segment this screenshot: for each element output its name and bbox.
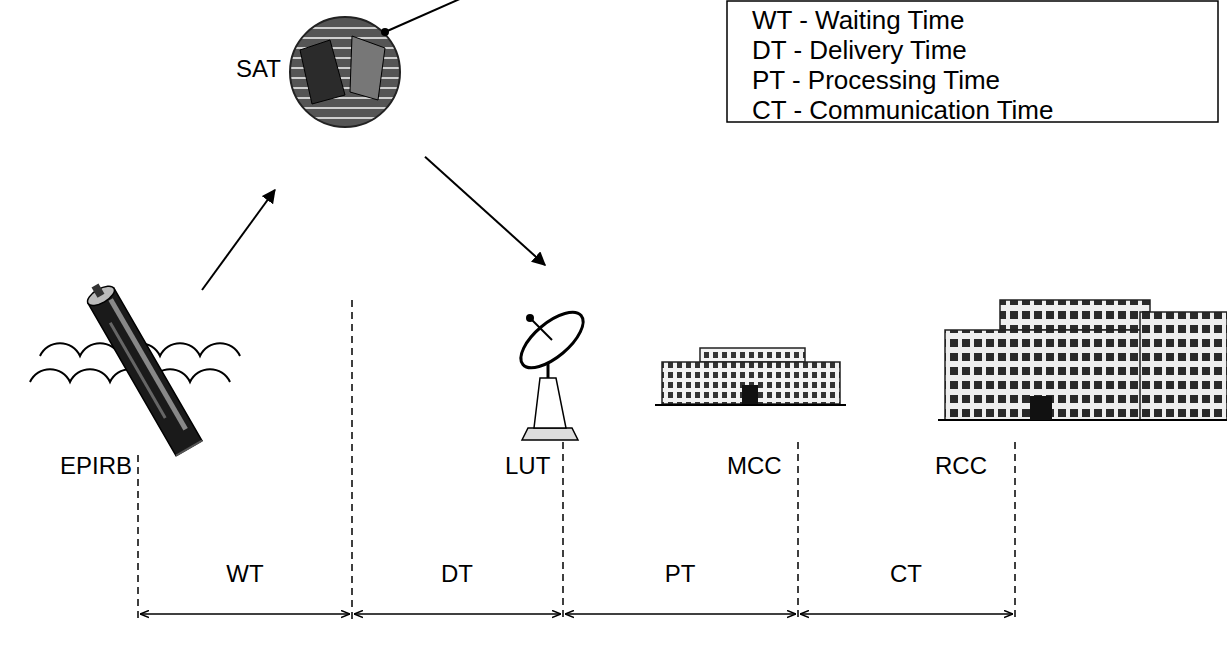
rcc-building-illustration: [1140, 312, 1227, 420]
rcc-building-illustration: [938, 419, 1227, 421]
node-label: EPIRB: [60, 452, 132, 480]
dashed-boundary: [562, 442, 564, 622]
dashed-boundary: [138, 300, 1015, 622]
control-centre-node: MCC: [655, 340, 845, 482]
dimension-arrow: [140, 613, 1013, 615]
dashed-boundary: [137, 455, 139, 622]
rcc-building-illustration: [1030, 396, 1052, 420]
beacon-illustration: [85, 282, 118, 309]
dashed-boundary: [797, 442, 799, 622]
satellite-illustration: [280, 27, 410, 29]
satellite-illustration: [280, 0, 462, 127]
dish-antenna-illustration: [512, 303, 592, 378]
mcc-building-illustration: [655, 348, 846, 405]
satellite-illustration: [280, 77, 410, 79]
satellite-illustration: [280, 87, 410, 89]
rescue-centre-node: RCC: [930, 295, 1227, 482]
dish-antenna-illustration: [530, 318, 552, 340]
dimension-arrow: [140, 613, 350, 615]
dimension-arrow: [565, 613, 796, 615]
dimension-arrow: [354, 613, 561, 615]
interval-label: WT: [185, 560, 305, 588]
beacon-illustration: [108, 298, 187, 430]
node-label: MCC: [727, 452, 782, 480]
satellite-illustration: [385, 0, 462, 32]
signal-arrow: [425, 157, 545, 265]
satellite-illustration: [280, 107, 410, 109]
interval-label: CT: [846, 560, 966, 588]
node-label: LUT: [505, 452, 550, 480]
interval-label: PT: [620, 560, 740, 588]
beacon-illustration: [109, 322, 167, 419]
dimension-arrow: [800, 613, 1013, 615]
satellite-illustration: [280, 47, 410, 49]
mcc-building-illustration: [662, 362, 840, 404]
legend-text: PT - Processing Time: [752, 65, 1000, 95]
node-label: SAT: [236, 55, 281, 83]
beacon-illustration: [82, 278, 202, 456]
beacon-node: EPIRB: [30, 290, 245, 482]
satellite-illustration: [300, 40, 345, 104]
mcc-building-illustration: [655, 404, 846, 406]
satellite-illustration: [280, 37, 410, 39]
signal-arrow: [202, 190, 275, 290]
satellite-node: SAT: [230, 5, 425, 190]
mcc-building-illustration: [742, 385, 758, 404]
satellite-illustration: [280, 57, 410, 59]
satellite-illustration: [280, 97, 410, 99]
dashed-boundary: [351, 300, 353, 622]
beacon-illustration: [92, 283, 105, 297]
satellite-illustration: [290, 17, 400, 127]
beacon-illustration: [88, 288, 202, 455]
rcc-building-illustration: [945, 330, 1150, 420]
legend-text: CT - Communication Time: [752, 95, 1054, 125]
dish-antenna-illustration: [534, 378, 566, 428]
satellite-illustration: [381, 28, 389, 36]
dish-antenna-illustration: [512, 303, 592, 440]
interval-label: DT: [397, 560, 517, 588]
satellite-illustration: [280, 117, 410, 119]
legend-text: DT - Delivery Time: [752, 35, 967, 65]
rcc-building-illustration: [1000, 300, 1150, 330]
satellite-illustration: [290, 17, 400, 127]
node-label: RCC: [935, 452, 987, 480]
dish-antenna-illustration: [526, 314, 534, 322]
mcc-building-illustration: [700, 348, 805, 362]
rcc-building-illustration: [938, 300, 1227, 420]
beacon-illustration: [176, 441, 202, 456]
legend-text: WT - Waiting Time: [752, 5, 964, 35]
satellite-illustration: [350, 36, 385, 100]
dashed-boundary: [1014, 442, 1016, 622]
satellite-illustration: [280, 67, 410, 69]
ground-station-node: LUT: [500, 265, 600, 482]
dish-antenna-illustration: [522, 428, 578, 440]
